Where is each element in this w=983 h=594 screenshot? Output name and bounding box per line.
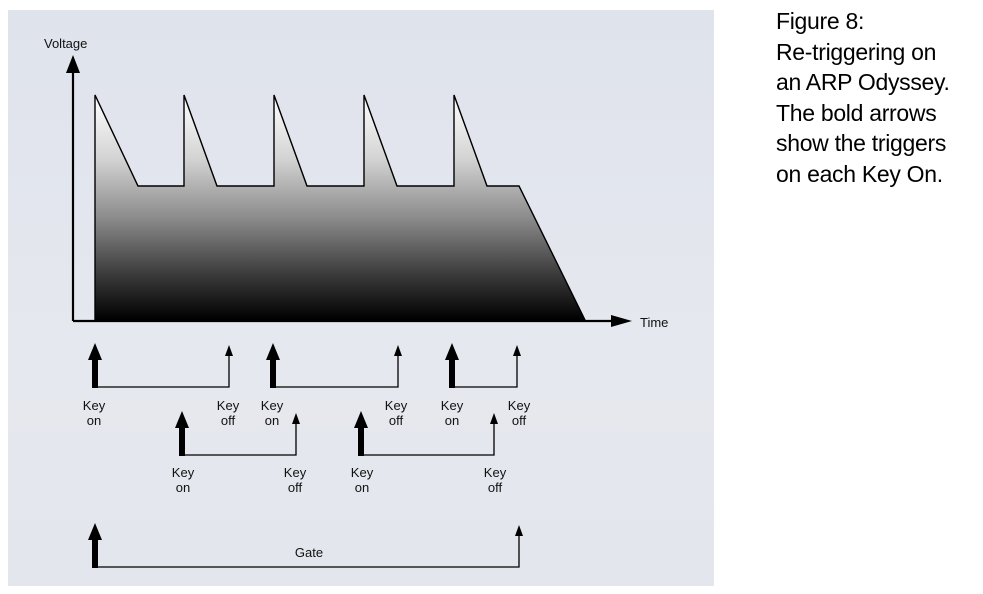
caption-line: Re-triggering on [776,38,937,65]
key-off-arrow-4 [490,413,498,424]
caption-line: an ARP Odyssey. [776,69,950,95]
bold-trigger-arrow-3 [266,343,280,388]
gate-start-arrow [88,523,102,568]
envelope-outline [94,94,586,321]
key-connector-2 [182,420,297,456]
caption-line: Figure 8: [776,8,865,34]
bold-trigger-arrow-2 [175,411,189,456]
key-connector-3 [273,352,399,388]
caption-line: on each Key On. [776,160,943,187]
voltage-axis [66,55,80,321]
gate-end-arrow [515,525,523,536]
key-off-arrow-3 [394,345,402,356]
key-connector-5 [452,352,518,388]
y-axis-label: Voltage [44,36,87,51]
gate-line [95,532,520,568]
envelope-shape [94,94,586,321]
bold-trigger-arrow-4 [354,411,368,456]
bold-trigger-arrow-5 [445,343,459,388]
figure-caption: Figure 8: Re-triggering on an ARP Odysse… [776,6,981,189]
bold-trigger-arrow-1 [88,343,102,388]
key-off-arrow-1 [225,345,233,356]
caption-line: The bold arrows [776,99,937,126]
key-connector-4 [361,420,495,456]
key-connector-1 [95,352,230,388]
gate-label: Gate [295,545,323,560]
time-axis [73,315,632,327]
key-off-arrow-2 [292,413,300,424]
caption-line: show the triggers [776,130,947,156]
key-off-arrow-5 [513,345,521,356]
x-axis-label: Time [640,315,668,330]
